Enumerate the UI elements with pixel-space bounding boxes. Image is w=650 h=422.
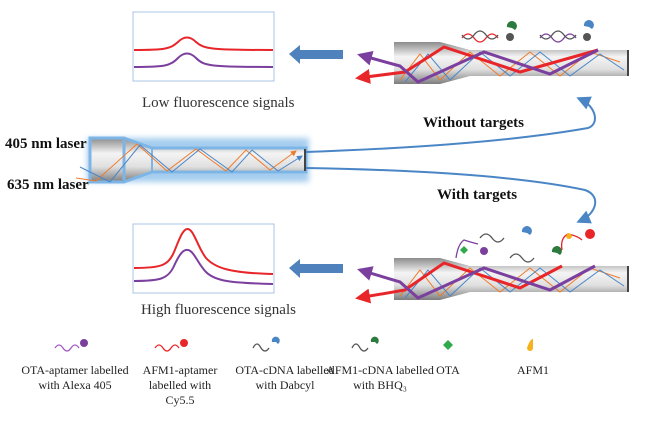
red-spectrum-curve-high xyxy=(133,228,274,275)
red-emission-path-top xyxy=(355,45,599,84)
fiber-without-targets xyxy=(355,20,629,84)
laser-635-label: 635 nm laser xyxy=(7,177,89,193)
purple-emission-path-bottom xyxy=(357,264,596,300)
afm1-aptamer-cy55-icon xyxy=(154,339,188,352)
purple-spectrum-curve-low xyxy=(133,52,274,68)
legend-label-ota-cdna: OTA-cDNA labelled with Dabcyl xyxy=(235,363,335,392)
afm1-molecule-icon xyxy=(527,339,533,351)
left-arrow-top xyxy=(289,45,343,64)
left-arrow-bottom xyxy=(289,259,343,278)
laser-405-label: 405 nm laser xyxy=(5,136,87,152)
blue-ray-path xyxy=(79,144,303,183)
legend-icons xyxy=(54,336,533,352)
central-optical-fiber xyxy=(75,136,309,184)
without-targets-label: Without targets xyxy=(423,115,524,131)
without-targets-flow-arrow xyxy=(305,96,596,153)
with-targets-label: With targets xyxy=(437,187,518,203)
low-fluorescence-caption: Low fluorescence signals xyxy=(142,95,295,111)
red-spectrum-curve-low xyxy=(133,36,274,51)
legend-label-ota-aptamer: OTA-aptamer labelled with Alexa 405 xyxy=(21,363,129,392)
legend-label-afm1-cdna: AFM1-cDNA labelled with BHQ₃ xyxy=(326,363,434,392)
fiber-with-targets xyxy=(355,226,629,304)
ota-cdna-dabcyl-icon xyxy=(252,336,280,352)
red-emission-path-bottom xyxy=(355,261,563,304)
ota-molecule-icon xyxy=(443,340,453,350)
purple-spectrum-curve-high xyxy=(133,248,274,285)
high-fluorescence-caption: High fluorescence signals xyxy=(141,302,296,318)
legend-label-afm1-aptamer: AFM1-aptamer labelled with Cy5.5 xyxy=(142,363,218,407)
purple-emission-path-top xyxy=(357,48,599,84)
orange-ray-path xyxy=(75,143,297,182)
legend-label-ota: OTA xyxy=(436,363,460,377)
low-signal-spectrum-plot xyxy=(132,11,275,82)
legend-label-afm1: AFM1 xyxy=(516,363,549,377)
afm1-cdna-bhq3-icon xyxy=(351,336,379,352)
high-signal-spectrum-plot xyxy=(132,223,275,294)
with-targets-flow-arrow xyxy=(305,167,597,224)
ota-aptamer-alexa405-icon xyxy=(54,339,88,352)
